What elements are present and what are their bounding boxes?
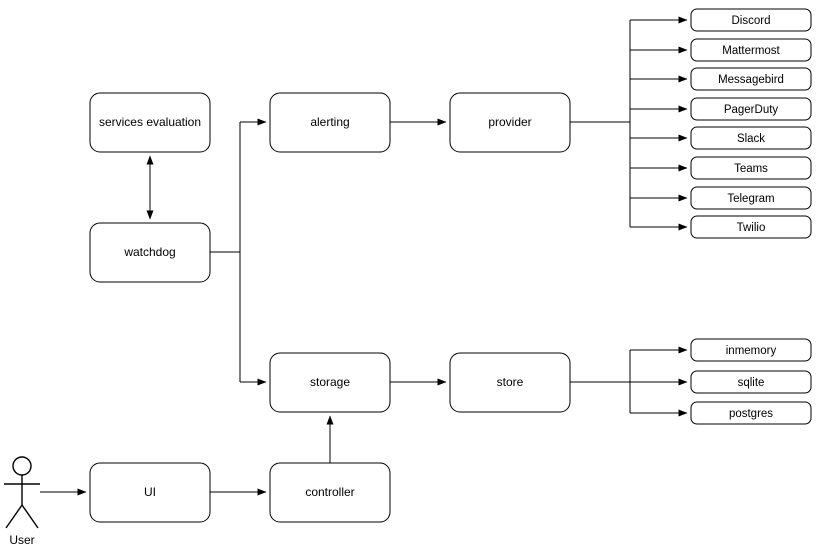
node-provider-label: provider: [488, 115, 531, 129]
node-controller-box[interactable]: [269, 462, 391, 523]
leaf-node-inmemory[interactable]: inmemory: [690, 338, 812, 362]
leaf-node-twilio[interactable]: Twilio: [690, 215, 812, 239]
leaf-twilio-label: Twilio: [737, 222, 766, 234]
node-controller[interactable]: controller: [269, 462, 391, 523]
actor-right-leg-icon: [21, 504, 39, 529]
leaf-twilio-box[interactable]: [690, 215, 812, 239]
node-storage-box[interactable]: [269, 352, 391, 413]
node-watchdog-label: watchdog: [123, 245, 175, 259]
leaf-teams-label: Teams: [734, 163, 768, 175]
node-ui-box[interactable]: [89, 462, 211, 523]
actor-label: User: [9, 533, 34, 547]
store-branches: [630, 346, 688, 417]
provider-branches: [630, 16, 688, 231]
leaf-discord-label: Discord: [732, 15, 771, 27]
leaf-node-slack[interactable]: Slack: [690, 126, 812, 150]
node-store-label: store: [497, 375, 524, 389]
leaf-mattermost-box[interactable]: [690, 38, 812, 62]
node-alerting[interactable]: alerting: [269, 92, 391, 153]
leaf-sqlite-label: sqlite: [738, 377, 765, 389]
node-watchdog[interactable]: watchdog: [89, 222, 211, 283]
leaf-postgres-label: postgres: [729, 408, 773, 420]
node-alerting-label: alerting: [310, 115, 349, 129]
leaf-node-discord[interactable]: Discord: [690, 8, 812, 32]
leaf-mattermost-label: Mattermost: [722, 45, 780, 57]
leaf-slack-label: Slack: [737, 133, 765, 145]
leaf-sqlite-box[interactable]: [690, 370, 812, 394]
provider-leaf-nodes: Discord Mattermost Messagebird PagerDuty…: [690, 8, 812, 239]
leaf-node-mattermost[interactable]: Mattermost: [690, 38, 812, 62]
node-services-evaluation-label: services evaluation: [99, 115, 201, 129]
node-services-evaluation[interactable]: services evaluation: [89, 92, 211, 153]
node-storage-label: storage: [310, 375, 350, 389]
leaf-telegram-label: Telegram: [727, 193, 774, 205]
node-provider[interactable]: provider: [449, 92, 571, 153]
leaf-node-telegram[interactable]: Telegram: [690, 186, 812, 210]
leaf-inmemory-box[interactable]: [690, 338, 812, 362]
node-store[interactable]: store: [449, 352, 571, 413]
node-ui[interactable]: UI: [89, 462, 211, 523]
edges-layer: [40, 20, 631, 496]
node-storage[interactable]: storage: [269, 352, 391, 413]
leaf-pagerduty-label: PagerDuty: [724, 104, 779, 116]
node-watchdog-box[interactable]: [89, 222, 211, 283]
leaf-node-postgres[interactable]: postgres: [690, 401, 812, 425]
actor-head-icon: [12, 456, 32, 476]
leaf-inmemory-label: inmemory: [726, 345, 777, 357]
node-controller-label: controller: [305, 485, 354, 499]
leaf-messagebird-box[interactable]: [690, 67, 812, 91]
node-store-box[interactable]: [449, 352, 571, 413]
node-ui-label: UI: [144, 485, 156, 499]
leaf-teams-box[interactable]: [690, 156, 812, 180]
leaf-telegram-box[interactable]: [690, 186, 812, 210]
leaf-node-teams[interactable]: Teams: [690, 156, 812, 180]
node-alerting-box[interactable]: [269, 92, 391, 153]
node-services-evaluation-box[interactable]: [89, 92, 211, 153]
actor-left-leg-icon: [5, 504, 23, 529]
leaf-node-messagebird[interactable]: Messagebird: [690, 67, 812, 91]
leaf-postgres-box[interactable]: [690, 401, 812, 425]
leaf-messagebird-label: Messagebird: [718, 74, 784, 86]
leaf-slack-box[interactable]: [690, 126, 812, 150]
node-provider-box[interactable]: [449, 92, 571, 153]
leaf-discord-box[interactable]: [690, 8, 812, 32]
leaf-node-sqlite[interactable]: sqlite: [690, 370, 812, 394]
leaf-node-pagerduty[interactable]: PagerDuty: [690, 97, 812, 121]
store-leaf-nodes: inmemory sqlite postgres: [690, 338, 812, 425]
user-actor[interactable]: User: [4, 456, 40, 547]
leaf-pagerduty-box[interactable]: [690, 97, 812, 121]
